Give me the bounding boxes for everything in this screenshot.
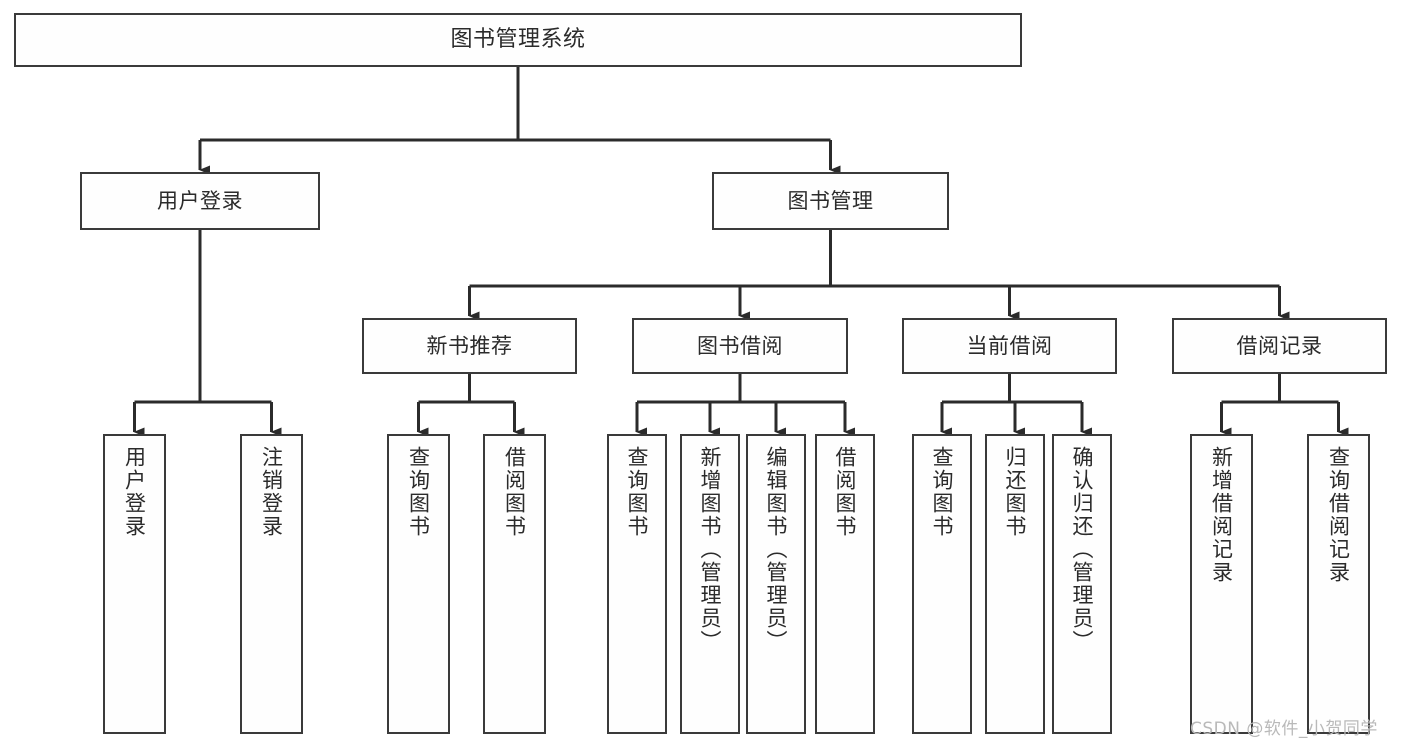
node-l3-4[interactable]: 借阅记录 xyxy=(1172,318,1387,374)
node-l4-6[interactable]: 新增图书（管理员） xyxy=(680,434,740,734)
node-l4-5[interactable]: 查询图书 xyxy=(607,434,667,734)
node-l3-2[interactable]: 图书借阅 xyxy=(632,318,848,374)
node-root[interactable]: 图书管理系统 xyxy=(14,13,1022,67)
node-l4-11[interactable]: 确认归还（管理员） xyxy=(1052,434,1112,734)
node-label: 查询图书 xyxy=(625,446,650,538)
node-l4-7[interactable]: 编辑图书（管理员） xyxy=(746,434,806,734)
node-label: 编辑图书（管理员） xyxy=(764,446,789,653)
node-l4-3[interactable]: 查询图书 xyxy=(387,434,450,734)
node-label: 查询图书 xyxy=(930,446,955,538)
node-label: 用户登录 xyxy=(122,446,147,538)
node-label: 用户登录 xyxy=(157,188,243,213)
node-l3-3[interactable]: 当前借阅 xyxy=(902,318,1117,374)
node-label: 图书管理系统 xyxy=(450,27,586,53)
node-label: 归还图书 xyxy=(1003,446,1028,538)
node-label: 当前借阅 xyxy=(966,333,1053,358)
node-label: 图书管理 xyxy=(787,188,874,213)
node-label: 新书推荐 xyxy=(426,333,513,358)
node-l4-2[interactable]: 注销登录 xyxy=(240,434,303,734)
watermark-text: CSDN @软件_小贺同学 xyxy=(1190,719,1378,739)
node-label: 借阅图书 xyxy=(833,446,858,538)
node-l4-10[interactable]: 归还图书 xyxy=(985,434,1045,734)
node-label: 注销登录 xyxy=(259,446,284,538)
node-label: 图书借阅 xyxy=(697,333,783,358)
node-l3-1[interactable]: 新书推荐 xyxy=(362,318,577,374)
node-label: 查询借阅记录 xyxy=(1326,446,1351,584)
node-l4-8[interactable]: 借阅图书 xyxy=(815,434,875,734)
node-label: 新增借阅记录 xyxy=(1209,446,1234,584)
node-l4-4[interactable]: 借阅图书 xyxy=(483,434,546,734)
node-label: 确认归还（管理员） xyxy=(1070,446,1095,653)
node-label: 查询图书 xyxy=(406,446,431,538)
node-l4-13[interactable]: 查询借阅记录 xyxy=(1307,434,1370,734)
node-label: 新增图书（管理员） xyxy=(698,446,723,653)
node-l4-1[interactable]: 用户登录 xyxy=(103,434,166,734)
node-l2-2[interactable]: 图书管理 xyxy=(712,172,949,230)
node-l2-1[interactable]: 用户登录 xyxy=(80,172,320,230)
node-label: 借阅记录 xyxy=(1236,333,1323,358)
node-l4-12[interactable]: 新增借阅记录 xyxy=(1190,434,1253,734)
node-l4-9[interactable]: 查询图书 xyxy=(912,434,972,734)
node-label: 借阅图书 xyxy=(502,446,527,538)
